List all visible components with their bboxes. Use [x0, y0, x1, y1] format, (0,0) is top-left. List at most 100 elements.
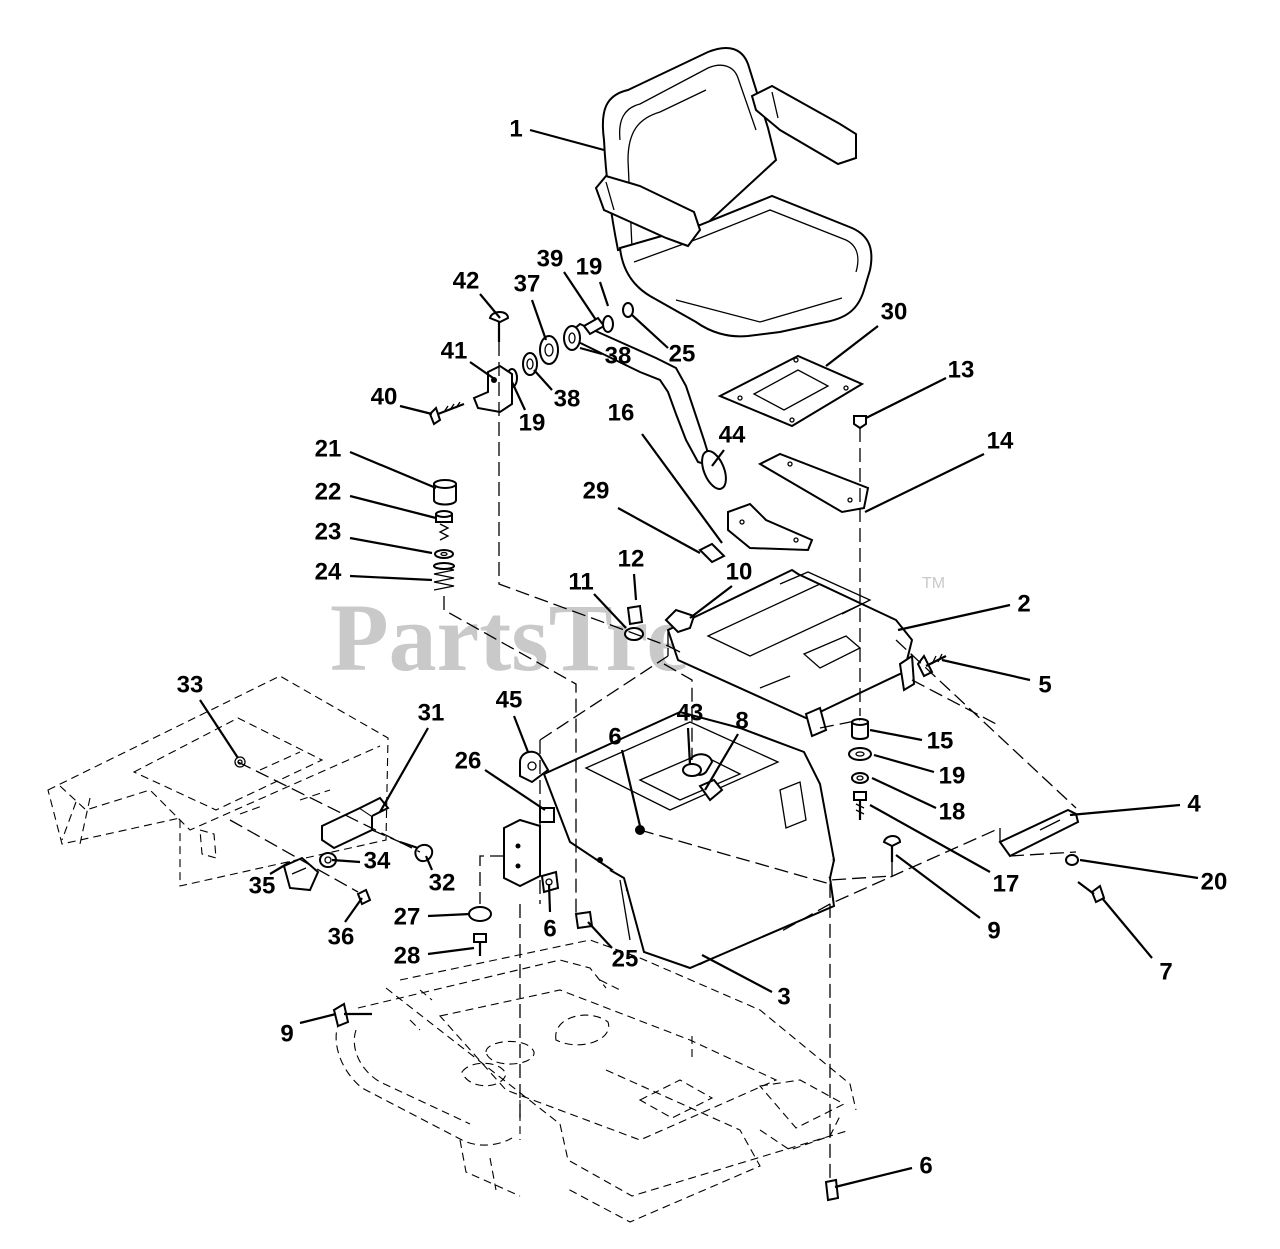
base-hardware [519, 750, 724, 894]
part-label-c29: 29 [583, 477, 610, 504]
right-hardware-stack [848, 415, 872, 820]
seat-pan-hardware [624, 604, 696, 641]
leader-line-c23 [349, 536, 433, 555]
part-label-c19a: 19 [576, 253, 603, 280]
part-label-c40: 40 [371, 383, 398, 410]
part-label-c17: 17 [993, 870, 1020, 897]
leader-line-c43 [686, 727, 692, 766]
part-label-c9a: 9 [987, 917, 1000, 944]
leader-line-c33 [199, 699, 239, 759]
leader-line-c13 [865, 377, 947, 419]
leader-line-c26 [484, 769, 546, 811]
part-label-c38a: 38 [605, 342, 632, 369]
part-label-c31: 31 [418, 699, 445, 726]
leader-line-c45 [512, 715, 530, 753]
seat-pan [666, 568, 916, 738]
part-label-c37: 37 [514, 270, 541, 297]
leader-line-c8 [704, 733, 739, 791]
part-label-c39: 39 [537, 245, 564, 272]
leader-line-c39 [563, 271, 597, 321]
leader-line-c9a [895, 854, 981, 919]
leader-line-c37 [530, 299, 548, 341]
part-label-c34: 34 [364, 847, 391, 874]
part-label-c30: 30 [881, 298, 908, 325]
part-label-c13: 13 [948, 356, 975, 383]
part-label-c10: 10 [726, 558, 753, 585]
leader-line-c6c [834, 1166, 913, 1189]
leader-line-c32 [424, 855, 434, 871]
leader-line-c5 [941, 658, 1031, 682]
leader-line-c4 [1069, 803, 1181, 817]
leader-line-c16 [641, 433, 723, 544]
part-label-c16: 16 [608, 399, 635, 426]
part-label-c19c: 19 [939, 762, 966, 789]
part-label-c35: 35 [249, 872, 276, 899]
seat-mounting-plates [698, 354, 870, 564]
part-label-c21: 21 [315, 435, 342, 462]
leader-line-c44 [711, 449, 725, 467]
part-label-c25b: 25 [612, 945, 639, 972]
leader-line-c28 [427, 946, 475, 956]
part-label-c8: 8 [735, 707, 748, 734]
part-label-c6b: 6 [543, 915, 556, 942]
part-label-c41: 41 [441, 337, 468, 364]
part-label-c1: 1 [509, 115, 522, 142]
part-label-c45: 45 [496, 686, 523, 713]
part-label-c15: 15 [927, 727, 954, 754]
part-label-c6c: 6 [919, 1152, 932, 1179]
part-label-c22: 22 [315, 478, 342, 505]
rod-assembly [998, 808, 1106, 904]
bolt-5 [916, 653, 947, 678]
leader-line-c41 [469, 361, 497, 381]
part-label-c2: 2 [1017, 590, 1030, 617]
part-label-c20: 20 [1201, 868, 1228, 895]
part-label-c28: 28 [394, 942, 421, 969]
leader-line-c38a [579, 346, 603, 356]
leader-line-c18 [871, 777, 937, 809]
part-label-c44: 44 [719, 421, 746, 448]
part-label-c38b: 38 [554, 385, 581, 412]
leader-line-c2 [897, 603, 1011, 632]
callout-labels: 1234566678991011121314151617181919192021… [177, 115, 1228, 1189]
part-label-c32: 32 [429, 869, 456, 896]
part-label-c26: 26 [455, 747, 482, 774]
leader-line-c22 [349, 494, 437, 520]
leader-line-c36 [344, 897, 363, 923]
leader-line-c27 [427, 912, 471, 918]
part-label-c6a: 6 [608, 723, 621, 750]
leader-line-c31 [379, 727, 429, 813]
leader-line-c40 [399, 404, 433, 416]
part-label-c3: 3 [777, 983, 790, 1010]
leader-line-c6b [547, 883, 552, 913]
leader-line-c19a [598, 281, 610, 307]
leader-line-c21 [349, 450, 437, 490]
part-label-c23: 23 [315, 518, 342, 545]
leader-line-c3 [701, 954, 773, 993]
watermark-trademark: TM [922, 575, 945, 592]
leader-line-c6a [620, 749, 642, 827]
part-label-c7: 7 [1159, 958, 1172, 985]
leader-line-c9b [299, 1012, 337, 1025]
seat-base-bracket [542, 710, 836, 970]
part-label-c12: 12 [618, 545, 645, 572]
leader-line-c15 [869, 728, 923, 742]
leader-line-c12 [632, 573, 638, 601]
leader-line-c25b [587, 921, 613, 949]
leader-line-c35 [269, 861, 291, 875]
leader-line-c30 [825, 325, 879, 367]
part-label-c24: 24 [315, 558, 342, 585]
part-label-c11: 11 [568, 568, 593, 595]
leader-line-c1 [529, 128, 605, 152]
watermark: PartsTree [330, 584, 732, 691]
leader-line-c20 [1079, 858, 1199, 880]
spring-stack [433, 479, 457, 591]
part-label-c42: 42 [453, 267, 480, 294]
part-label-c27: 27 [394, 903, 421, 930]
part-label-c43: 43 [677, 699, 704, 726]
leader-line-c34 [331, 858, 361, 864]
vertical-bracket [503, 818, 541, 888]
part-label-c33: 33 [177, 671, 204, 698]
leader-line-c7 [1101, 897, 1153, 959]
part-label-c19b: 19 [519, 409, 546, 436]
part-label-c36: 36 [328, 923, 355, 950]
